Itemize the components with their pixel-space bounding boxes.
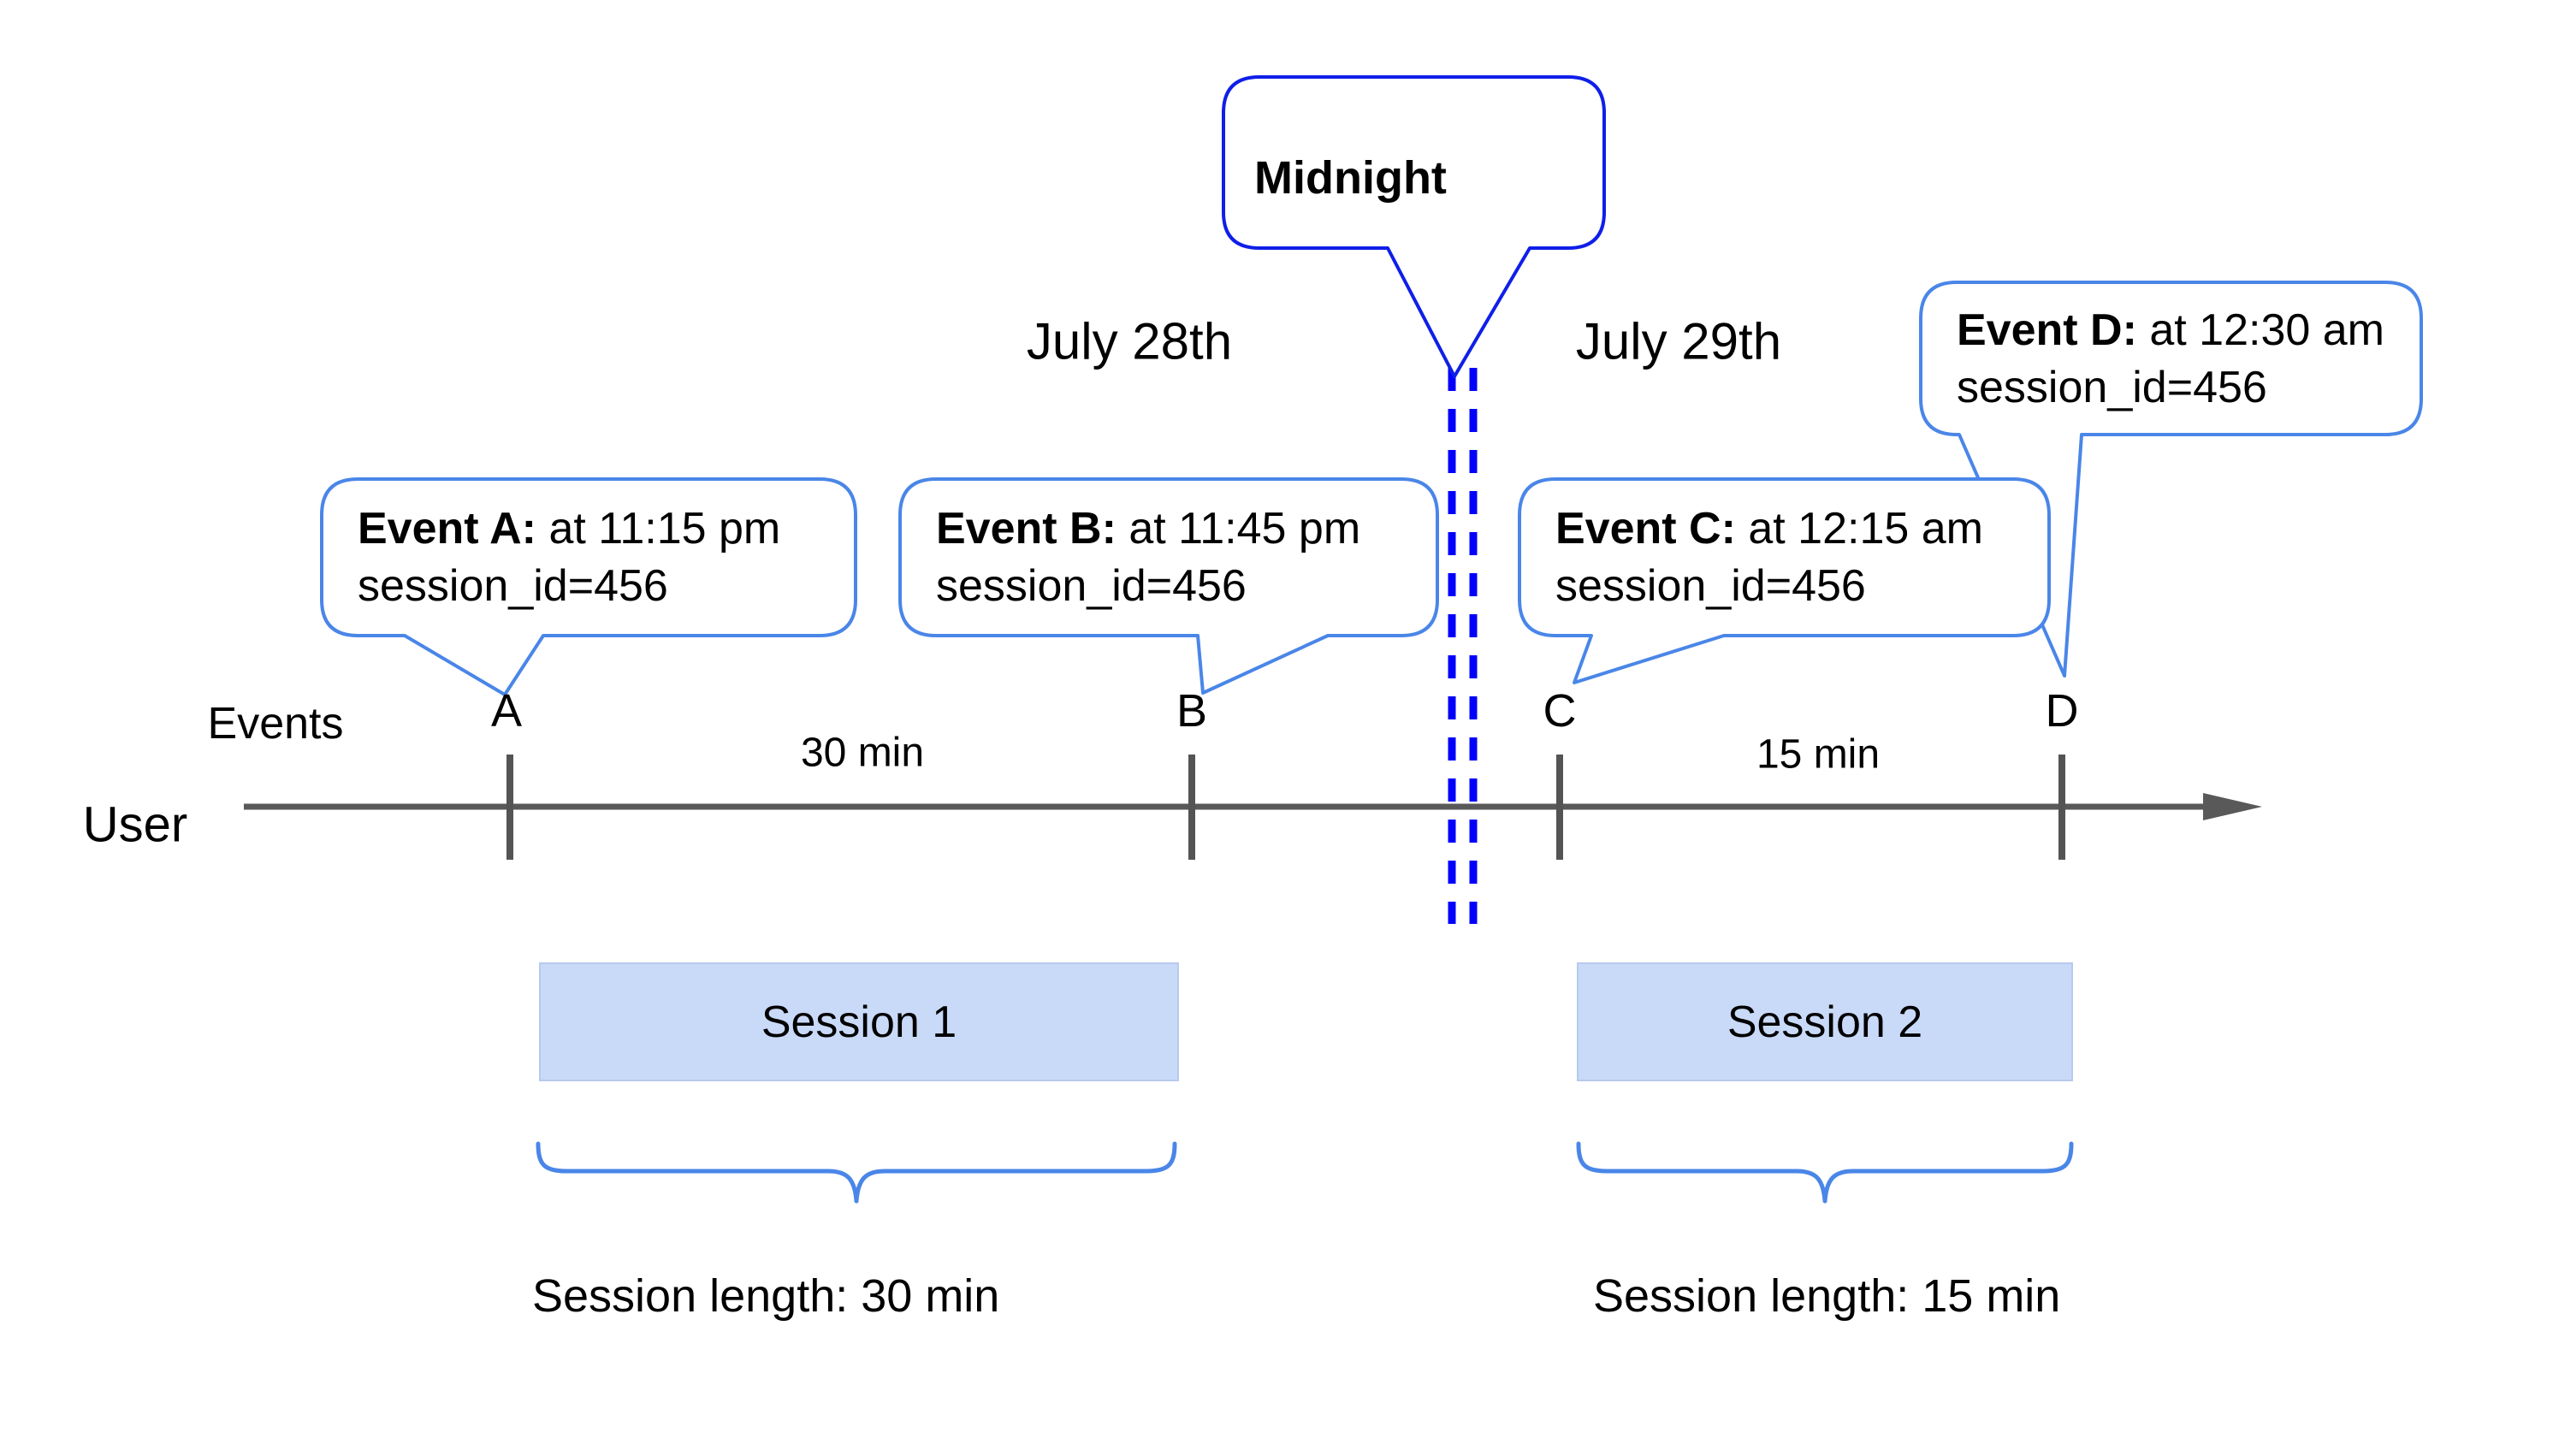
midnight-label: Midnight <box>1254 152 1447 204</box>
session-2-box: Session 2 <box>1577 962 2073 1081</box>
event-b-line1: Event B: at 11:45 pm <box>936 500 1360 558</box>
tick-label-b: B <box>1176 685 1208 737</box>
event-c-time: at 12:15 am <box>1735 504 1983 553</box>
session-2-box-label: Session 2 <box>1727 997 1923 1047</box>
event-c-session-id: session_id=456 <box>1555 561 1866 611</box>
events-row-label: Events <box>207 699 344 749</box>
session-1-box-label: Session 1 <box>761 997 957 1047</box>
session-1-length-label: Session length: 30 min <box>532 1270 1000 1322</box>
date-label-july-29: July 29th <box>1575 312 1782 370</box>
event-b-callout-bubble <box>898 477 1439 695</box>
session-1-box: Session 1 <box>539 962 1179 1081</box>
event-a-line1: Event A: at 11:15 pm <box>358 500 780 558</box>
session-1-brace <box>536 1141 1177 1204</box>
event-c-line1: Event C: at 12:15 am <box>1555 500 1983 558</box>
timeline-arrowhead-icon <box>2203 793 2262 820</box>
event-b-title: Event B: <box>936 504 1117 553</box>
event-a-bubble-text: Event A: at 11:15 pm session_id=456 <box>358 500 780 615</box>
event-a-time: at 11:15 pm <box>536 504 781 553</box>
session-2-length-label: Session length: 15 min <box>1593 1270 2061 1322</box>
event-d-title: Event D: <box>1957 305 2137 355</box>
interval-label-15min: 15 min <box>1756 731 1881 778</box>
tick-label-a: A <box>490 685 523 737</box>
event-b-bubble-text: Event B: at 11:45 pm session_id=456 <box>936 500 1360 615</box>
tick-label-d: D <box>2045 685 2079 737</box>
date-label-july-28: July 28th <box>1026 312 1233 370</box>
user-row-label: User <box>82 796 188 853</box>
tick-label-c: C <box>1543 685 1577 737</box>
event-a-callout-bubble <box>320 477 857 696</box>
event-a-session-id: session_id=456 <box>358 561 668 611</box>
event-d-bubble-text: Event D: at 12:30 am session_id=456 <box>1957 302 2384 417</box>
event-a-title: Event A: <box>358 504 536 553</box>
session-2-brace <box>1576 1141 2074 1204</box>
event-d-time: at 12:30 am <box>2136 305 2384 355</box>
event-d-line1: Event D: at 12:30 am <box>1957 302 2384 359</box>
event-c-callout-bubble <box>1518 477 2051 684</box>
event-d-session-id: session_id=456 <box>1957 363 2267 412</box>
event-c-title: Event C: <box>1555 504 1736 553</box>
event-b-session-id: session_id=456 <box>936 561 1247 611</box>
event-c-bubble-text: Event C: at 12:15 am session_id=456 <box>1555 500 1983 615</box>
interval-label-30min: 30 min <box>800 730 925 776</box>
midnight-callout-bubble <box>1222 75 1606 378</box>
event-b-time: at 11:45 pm <box>1116 504 1361 553</box>
